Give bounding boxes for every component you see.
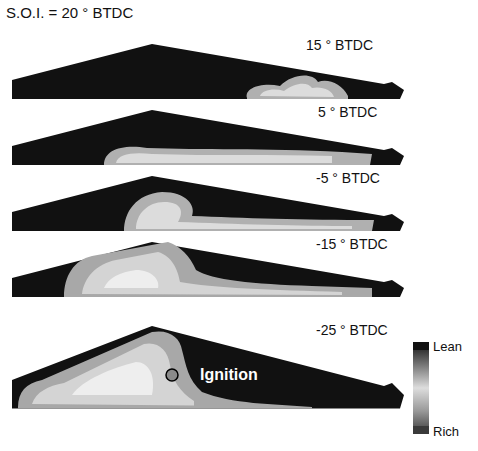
angle-label: -5 ° BTDC: [316, 170, 380, 186]
legend-swatch: [413, 342, 429, 350]
angle-label: -25 ° BTDC: [316, 322, 388, 338]
legend-text: Rich: [433, 424, 459, 440]
angle-label: 5 ° BTDC: [318, 104, 377, 120]
angle-label: -15 ° BTDC: [316, 236, 388, 252]
legend-scale: [413, 342, 429, 434]
legend-swatch: [413, 426, 429, 434]
ignition-label: Ignition: [200, 366, 258, 384]
angle-label: 15 ° BTDC: [306, 37, 373, 53]
chamber-section: [12, 326, 404, 409]
title: S.O.I. = 20 ° BTDC: [6, 5, 133, 21]
legend-text: Lean: [433, 339, 462, 355]
ignition-point: [166, 369, 178, 381]
